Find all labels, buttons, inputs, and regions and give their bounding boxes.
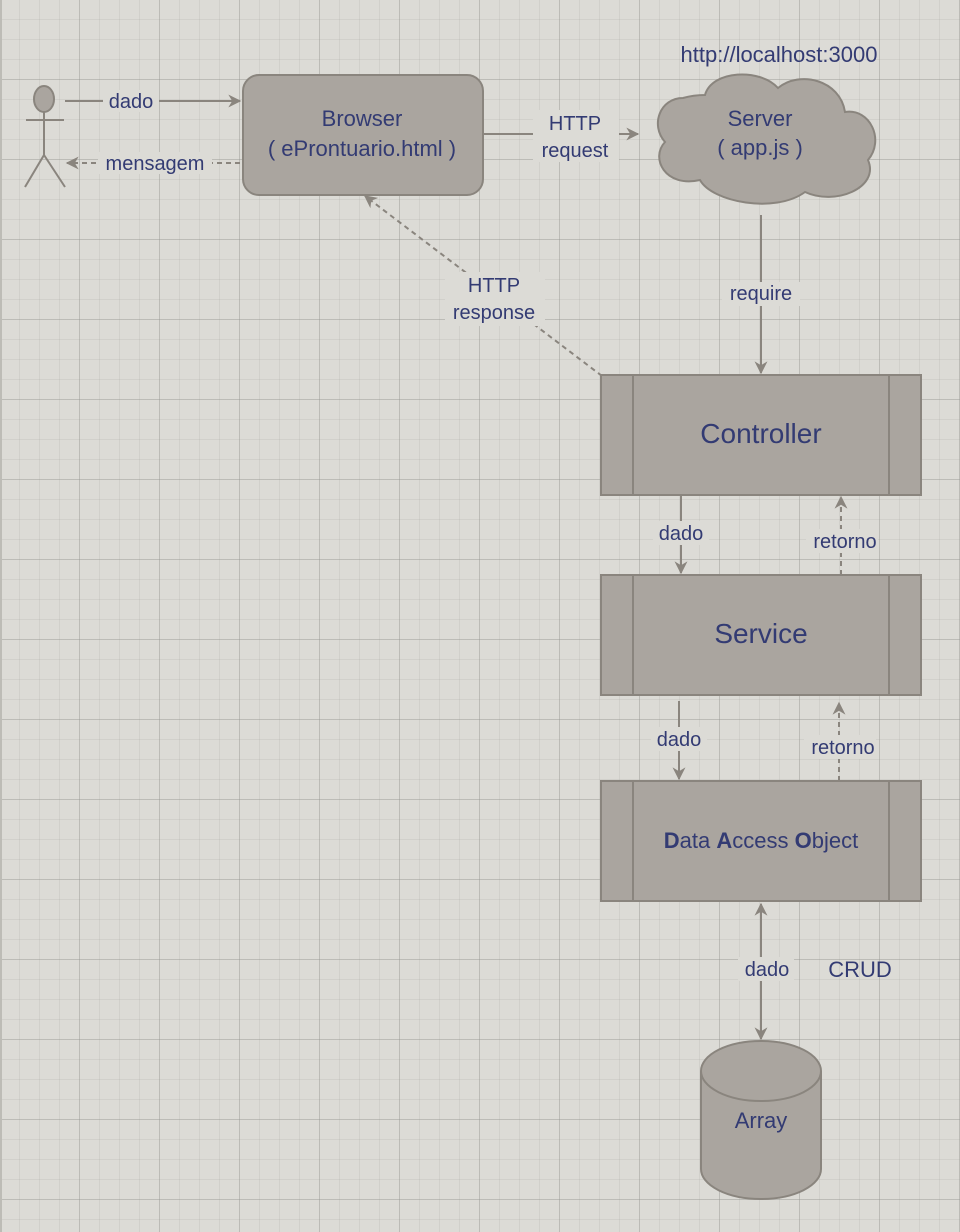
edge-label-dado-service: dado (657, 729, 702, 751)
edge-label-http-response-1: HTTP (468, 275, 520, 297)
dao-label-ata: ata (680, 828, 717, 853)
edge-label-http-request-1: HTTP (549, 113, 601, 135)
dao-label-ccess: ccess (732, 828, 794, 853)
edge-actor-to-browser: dado (65, 90, 242, 113)
service-label: Service (714, 618, 807, 649)
edge-require: require (722, 215, 800, 375)
edge-controller-to-service: dado (653, 495, 709, 575)
edge-label-retorno-dao: retorno (811, 737, 874, 759)
server-title: Server (728, 106, 793, 131)
edge-label-http-request-2: request (542, 140, 609, 162)
edge-label-mensagem: mensagem (106, 153, 205, 175)
edge-service-to-dao: dado (651, 701, 707, 781)
dao-label-a: A (716, 828, 732, 853)
edge-label-dado-actor: dado (109, 91, 154, 113)
browser-title: Browser (322, 106, 403, 131)
edge-dao-to-service: retorno (804, 701, 876, 781)
array-label: Array (735, 1108, 788, 1133)
edge-label-dado-array: dado (745, 959, 790, 981)
service-node[interactable]: Service (600, 574, 922, 696)
edge-service-to-controller: retorno (806, 495, 878, 575)
canvas-left-border (0, 0, 2, 1232)
edge-label-retorno-service: retorno (813, 531, 876, 553)
edge-label-http-response-2: response (453, 302, 535, 324)
dao-label-d: D (664, 828, 680, 853)
edge-dao-array: dado (738, 902, 794, 1041)
dao-label: Data Access Object (664, 828, 858, 853)
dao-label-o: O (795, 828, 812, 853)
crud-label: CRUD (828, 957, 892, 982)
controller-node[interactable]: Controller (600, 374, 922, 496)
controller-label: Controller (700, 418, 821, 449)
array-cylinder-node[interactable]: Array (700, 1040, 822, 1200)
server-url-label: http://localhost:3000 (681, 42, 878, 67)
actor-stick-figure[interactable] (24, 85, 66, 188)
dao-node[interactable]: Data Access Object (600, 780, 922, 902)
dao-label-bject: bject (812, 828, 858, 853)
browser-subtitle: ( eProntuario.html ) (268, 136, 456, 161)
edge-label-dado-controller: dado (659, 523, 704, 545)
edge-http-response: HTTP response (363, 195, 603, 377)
edge-label-require: require (730, 283, 792, 305)
server-subtitle: ( app.js ) (717, 135, 803, 160)
browser-node[interactable]: Browser ( eProntuario.html ) (242, 74, 484, 196)
edge-http-request: HTTP request (483, 110, 640, 162)
server-cloud-node[interactable]: Server ( app.js ) (656, 73, 877, 205)
edge-browser-to-actor: mensagem (65, 152, 240, 175)
